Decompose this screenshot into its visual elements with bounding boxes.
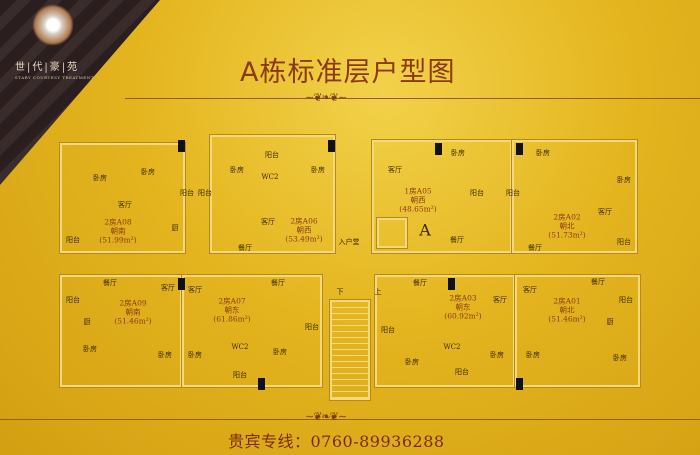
room-label: 卧房	[273, 348, 287, 356]
room-label: 卧房	[93, 174, 107, 182]
room-label: 阳台	[180, 189, 194, 197]
brand-tagline: STARY COURTESY TREATMENT	[15, 75, 94, 80]
staircase	[329, 299, 371, 401]
diamond-logo-icon	[32, 4, 74, 46]
elevator	[376, 217, 408, 249]
room-label: 卧房	[405, 358, 419, 366]
room-label: 阳台	[265, 151, 279, 159]
room-label: 餐厅	[528, 244, 542, 252]
room-label: 卧房	[188, 351, 202, 359]
ornament-icon: ∼❦❧❦∼	[305, 91, 347, 104]
room-label: 卧房	[613, 354, 627, 362]
room-label: 餐厅	[450, 236, 464, 244]
unit-a02-wall	[511, 139, 638, 254]
room-label: 卧房	[141, 168, 155, 176]
room-label: 客厅	[523, 286, 537, 294]
room-label: 阳台	[381, 326, 395, 334]
room-label: 卧房	[158, 351, 172, 359]
room-label: 阳台	[506, 189, 520, 197]
room-label: 阳台	[66, 296, 80, 304]
room-label: 卧房	[451, 149, 465, 157]
room-label: 厨	[171, 224, 179, 232]
room-label: 客厅	[261, 218, 275, 226]
room-label: 卧房	[490, 351, 504, 359]
room-label: WC2	[261, 173, 279, 181]
room-label: 厨	[83, 318, 91, 326]
room-label: 餐厅	[413, 279, 427, 287]
room-label: 卧房	[83, 345, 97, 353]
room-label: 餐厅	[238, 244, 252, 252]
room-label: 客厅	[493, 296, 507, 304]
unit-a08-wall	[59, 142, 186, 254]
room-label: 客厅	[388, 166, 402, 174]
unit-a06-wall	[209, 134, 336, 254]
room-label: 卧房	[526, 351, 540, 359]
room-label: 卧房	[617, 176, 631, 184]
room-label: 阳台	[455, 368, 469, 376]
room-label: 客厅	[161, 284, 175, 292]
room-label: 卧房	[536, 149, 550, 157]
room-label: 入户堂	[338, 238, 360, 246]
unit-a03-wall	[374, 274, 516, 388]
brand-name: 世|代|豪|苑	[15, 62, 80, 73]
stair-up-label: 上	[374, 288, 382, 296]
room-label: 客厅	[118, 201, 132, 209]
room-label: 餐厅	[271, 279, 285, 287]
room-label: 阳台	[66, 236, 80, 244]
divider	[125, 98, 700, 99]
room-label: 餐厅	[591, 278, 605, 286]
room-label: WC2	[443, 343, 461, 351]
contact-hotline: 贵宾专线：0760-89936288	[228, 432, 445, 451]
room-label: WC2	[231, 343, 249, 351]
room-label: 客厅	[598, 208, 612, 216]
room-label: 阳台	[617, 238, 631, 246]
core-label: A	[419, 220, 431, 240]
room-label: 卧房	[230, 166, 244, 174]
unit-a05-wall	[371, 139, 513, 254]
stair-down-label: 下	[336, 288, 344, 296]
room-label: 阳台	[198, 189, 212, 197]
room-label: 阳台	[233, 371, 247, 379]
room-label: 阳台	[305, 323, 319, 331]
bottom-divider	[0, 419, 700, 420]
unit-a01-wall	[514, 274, 641, 388]
ornament-icon: ∼❦❧❦∼	[305, 410, 347, 423]
room-label: 卧房	[311, 166, 325, 174]
room-label: 餐厅	[103, 279, 117, 287]
page-title: A栋标准层户型图	[240, 57, 456, 88]
room-label: 阳台	[470, 189, 484, 197]
unit-a09-wall	[59, 274, 183, 388]
unit-a07-wall	[181, 274, 323, 388]
room-label: 厨	[606, 318, 614, 326]
room-label: 阳台	[619, 296, 633, 304]
room-label: 客厅	[188, 286, 202, 294]
